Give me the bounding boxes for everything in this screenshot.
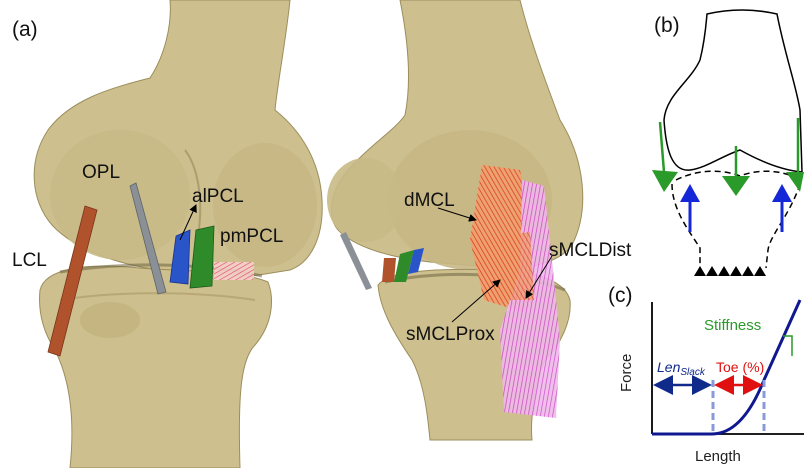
label-opl: OPL [82, 162, 120, 183]
meniscus-region [214, 262, 254, 280]
label-alpcl: alPCL [192, 186, 244, 207]
label-smclprox: sMCLProx [406, 324, 495, 345]
right-knee-model [327, 0, 583, 440]
curve-xlabel: Length [695, 448, 741, 465]
panel-c-label: (c) [608, 284, 633, 307]
femur-outline [664, 10, 802, 172]
stiffness-slope-marker [783, 336, 792, 356]
curve-ylabel: Force [618, 354, 635, 392]
label-smcldist: sMCLDist [549, 240, 632, 261]
label-pmpcl: pmPCL [220, 226, 283, 247]
panel-b-label: (b) [654, 14, 680, 37]
label-lcl: LCL [12, 250, 47, 271]
fixed-support [694, 266, 766, 276]
len-slack-label: LenSlack [657, 359, 706, 378]
stiffness-label: Stiffness [704, 317, 761, 334]
left-lateral-condyle [50, 130, 190, 260]
toe-label: Toe (%) [716, 359, 764, 375]
label-dmcl: dMCL [404, 190, 455, 211]
panel-a-label: (a) [12, 18, 38, 41]
